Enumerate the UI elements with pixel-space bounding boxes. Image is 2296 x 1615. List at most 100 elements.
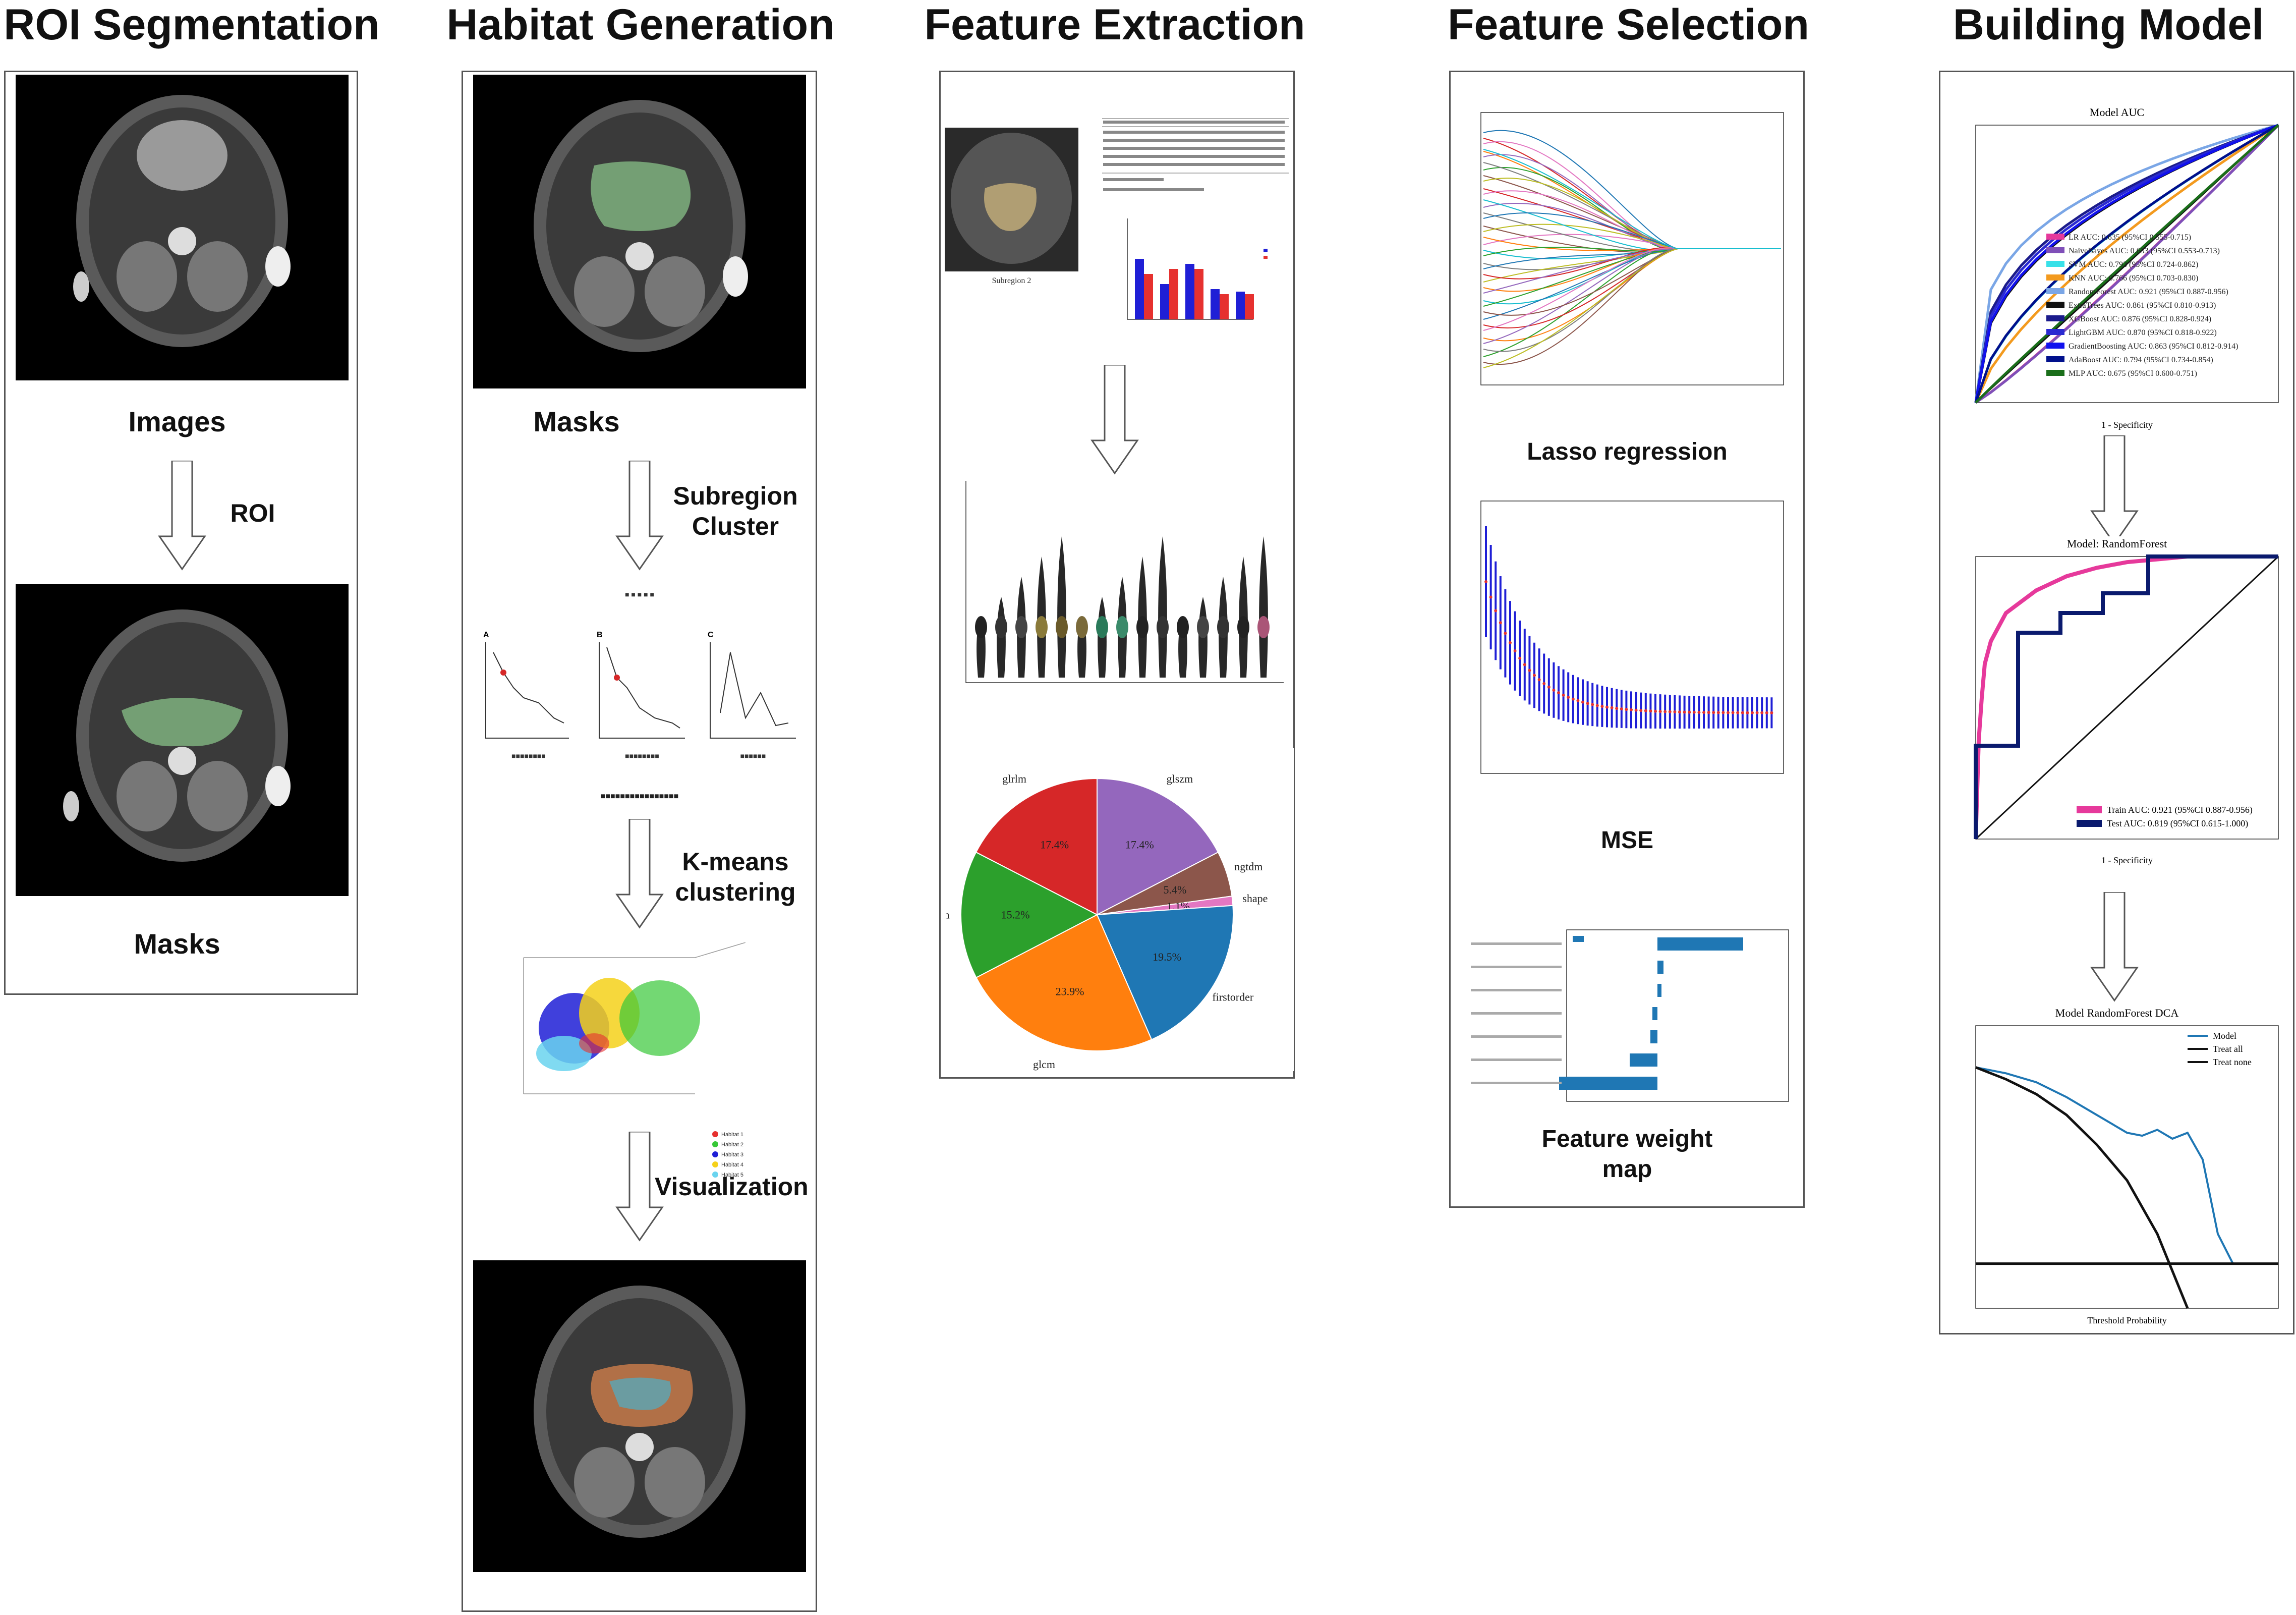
arrow-down-icon <box>615 1132 664 1242</box>
auc-legend-label: GradientBoosting AUC: 0.863 (95%CI 0.812… <box>2069 342 2238 351</box>
mse-point <box>1658 710 1662 713</box>
svg-text:■■■■■■■■: ■■■■■■■■ <box>511 752 546 760</box>
randomforest-roc-plot: Model: RandomForest Train AUC: 0.921 (95… <box>1950 536 2286 869</box>
bar <box>1211 289 1220 319</box>
mse-point <box>1576 699 1580 702</box>
mse-point <box>1712 711 1715 714</box>
weight-feature-name <box>1471 1012 1562 1015</box>
violin-body <box>1177 616 1189 638</box>
auc-legend-label: XGBoost AUC: 0.876 (95%CI 0.828-0.924) <box>2069 315 2211 323</box>
violin-body <box>1237 616 1249 638</box>
label-masks-habitat: Masks <box>533 406 620 437</box>
weight-bar <box>1559 1077 1657 1090</box>
lasso-path <box>1483 175 1781 249</box>
auc-legend-swatch <box>2046 343 2064 349</box>
subregion-crop-image <box>945 128 1078 271</box>
mse-point <box>1649 709 1652 713</box>
weight-feature-name <box>1471 1035 1562 1038</box>
auc-legend-label: RandomForest AUC: 0.921 (95%CI 0.887-0.9… <box>2069 288 2228 296</box>
mse-point <box>1591 703 1594 706</box>
pie-value-label: 17.4% <box>1125 839 1154 851</box>
pie-slice <box>1097 777 1219 916</box>
bar <box>1144 274 1153 319</box>
mse-point <box>1751 711 1754 714</box>
pie-slice <box>960 851 1099 978</box>
mse-point <box>1688 710 1691 714</box>
pie-category-label: glszm <box>1167 772 1193 785</box>
mse-point <box>1702 711 1705 714</box>
lasso-path <box>1483 130 1781 249</box>
mse-point <box>1557 691 1560 695</box>
svg-text:Habitat 5: Habitat 5 <box>721 1172 743 1178</box>
auc-roc-curve <box>1974 124 2279 403</box>
mse-point <box>1663 710 1667 713</box>
mse-point <box>1630 708 1633 711</box>
dca-x-axis-label: Threshold Probability <box>2087 1315 2166 1325</box>
auc-legend-label: AdaBoost AUC: 0.794 (95%CI 0.734-0.854) <box>2069 356 2213 364</box>
panel-habitat-generation: Masks Subregion Cluster ■ ■ ■ ■ ■ A B C … <box>462 71 817 1612</box>
pie-category-label: glcm <box>1033 1058 1055 1071</box>
weight-feature-name <box>1471 989 1562 991</box>
mse-point <box>1746 711 1749 714</box>
panel-roi-segmentation: Images ROI Masks <box>4 71 358 995</box>
svg-text:Habitat 4: Habitat 4 <box>721 1162 743 1168</box>
mse-point <box>1644 709 1647 712</box>
subregion-caption: Subregion 2 <box>992 276 1031 285</box>
bar <box>1236 292 1245 319</box>
mse-point <box>1484 580 1487 583</box>
label-lasso-regression: Lasso regression <box>1527 438 1728 465</box>
lasso-path <box>1483 248 1781 368</box>
pie-slice <box>975 914 1153 1051</box>
mse-point <box>1716 711 1720 714</box>
auc-legend-swatch <box>2046 261 2064 267</box>
arrow-down-icon <box>2090 435 2139 545</box>
mse-point <box>1668 710 1672 713</box>
bar <box>1185 264 1194 319</box>
pie-value-label: 23.9% <box>1056 985 1084 998</box>
svg-text:■■■■■■■■: ■■■■■■■■ <box>625 752 659 760</box>
mse-point <box>1542 682 1546 685</box>
rf-legend-label: Train AUC: 0.921 (95%CI 0.887-0.956) <box>2107 805 2253 815</box>
mri-roi-mask <box>16 584 349 896</box>
auc-legend-swatch <box>2046 274 2064 281</box>
rf-roc-curve <box>1974 554 2278 839</box>
weight-bar <box>1652 1007 1657 1020</box>
panel-feature-selection: Lasso regression MSE Feature weight map <box>1449 71 1805 1208</box>
violin-body <box>1036 616 1048 638</box>
violin-body <box>1257 616 1270 638</box>
title-feature-extraction: Feature Extraction <box>924 1 1305 49</box>
auc-roc-curve <box>1975 124 2279 404</box>
mse-point <box>1605 705 1609 709</box>
label-feature-weight-map: Feature weight map <box>1541 1126 1713 1183</box>
auc-legend-swatch <box>2046 329 2064 335</box>
title-habitat-generation: Habitat Generation <box>446 1 835 49</box>
weight-feature-name <box>1471 1082 1562 1084</box>
weight-bar <box>1657 961 1663 974</box>
arrow-down-icon <box>1090 365 1139 475</box>
label-kmeans-clustering: K-means clustering <box>675 848 796 906</box>
svg-text:■■■■■■■■■■■■■■■■: ■■■■■■■■■■■■■■■■ <box>601 792 679 801</box>
mse-point <box>1547 685 1551 689</box>
mse-point <box>1509 641 1512 644</box>
svg-text:Habitat 1: Habitat 1 <box>721 1132 743 1138</box>
dca-curve <box>1975 1066 2189 1309</box>
pie-slice <box>1096 905 1234 1040</box>
mse-point <box>1765 711 1768 714</box>
mse-point <box>1499 621 1502 625</box>
mse-point <box>1567 695 1570 699</box>
pie-category-label: firstorder <box>1212 990 1254 1003</box>
violin-body <box>1157 616 1169 638</box>
bar <box>1135 259 1144 319</box>
auc-title: Model AUC <box>2090 106 2144 119</box>
dca-curve <box>1975 1066 2278 1265</box>
mse-point <box>1615 707 1619 710</box>
auc-legend-swatch <box>2046 234 2064 240</box>
panel-building-model: Model AUC LR AUC: 0.635 (95%CI 0.555-0.7… <box>1939 71 2294 1334</box>
dca-legend-label: Treat all <box>2213 1044 2243 1054</box>
mse-point <box>1683 710 1686 714</box>
violin-body <box>1197 616 1209 638</box>
mse-point <box>1533 674 1536 677</box>
model-auc-plot: Model AUC LR AUC: 0.635 (95%CI 0.555-0.7… <box>1950 105 2286 433</box>
auc-legend-label: MLP AUC: 0.675 (95%CI 0.600-0.751) <box>2069 369 2197 378</box>
arrow-down-icon <box>615 461 664 571</box>
